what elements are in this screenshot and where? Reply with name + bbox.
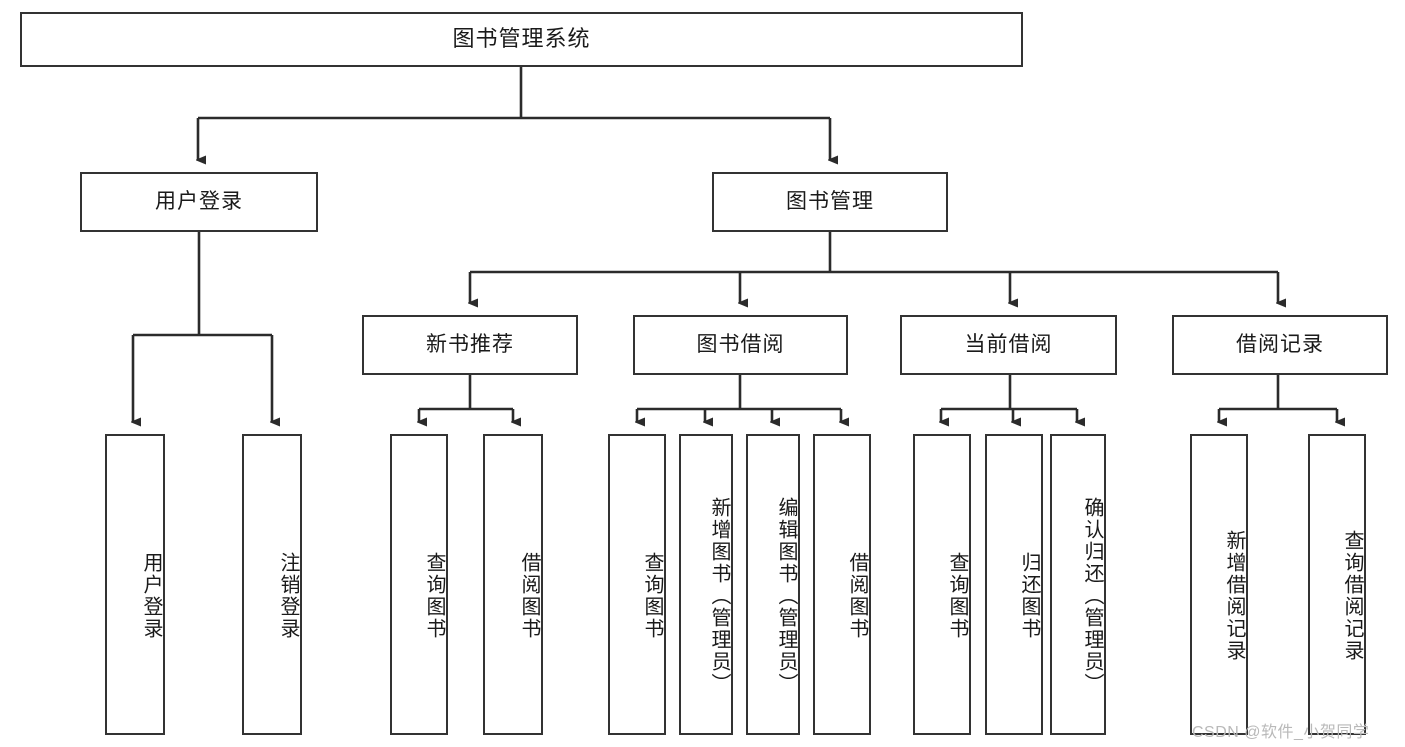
node-user-login[interactable]: 用户登录 (80, 172, 318, 232)
node-book-borrow[interactable]: 图书借阅 (633, 315, 848, 375)
csdn-watermark: CSDN @软件_小贺同学 (1192, 724, 1370, 741)
node-leaf-user-logout[interactable]: 注销登录 (242, 434, 302, 735)
node-current-borrow[interactable]: 当前借阅 (900, 315, 1117, 375)
node-leaf-user-login[interactable]: 用户登录 (105, 434, 165, 735)
node-leaf-query-borrow-record[interactable]: 查询借阅记录 (1308, 434, 1366, 735)
node-leaf-edit-book[interactable]: 编辑图书（管理员） (746, 434, 800, 735)
node-leaf-borrow-book-2[interactable]: 借阅图书 (813, 434, 871, 735)
node-leaf-query-book-2[interactable]: 查询图书 (608, 434, 666, 735)
node-leaf-borrow-book-1[interactable]: 借阅图书 (483, 434, 543, 735)
node-leaf-add-borrow-record[interactable]: 新增借阅记录 (1190, 434, 1248, 735)
node-leaf-query-book-3[interactable]: 查询图书 (913, 434, 971, 735)
node-leaf-add-book[interactable]: 新增图书（管理员） (679, 434, 733, 735)
node-leaf-query-book-1[interactable]: 查询图书 (390, 434, 448, 735)
node-book-manage[interactable]: 图书管理 (712, 172, 948, 232)
node-borrow-record[interactable]: 借阅记录 (1172, 315, 1388, 375)
node-new-book-recommendation[interactable]: 新书推荐 (362, 315, 578, 375)
node-leaf-return-book[interactable]: 归还图书 (985, 434, 1043, 735)
node-root[interactable]: 图书管理系统 (20, 12, 1023, 67)
node-leaf-confirm-return[interactable]: 确认归还（管理员） (1050, 434, 1106, 735)
